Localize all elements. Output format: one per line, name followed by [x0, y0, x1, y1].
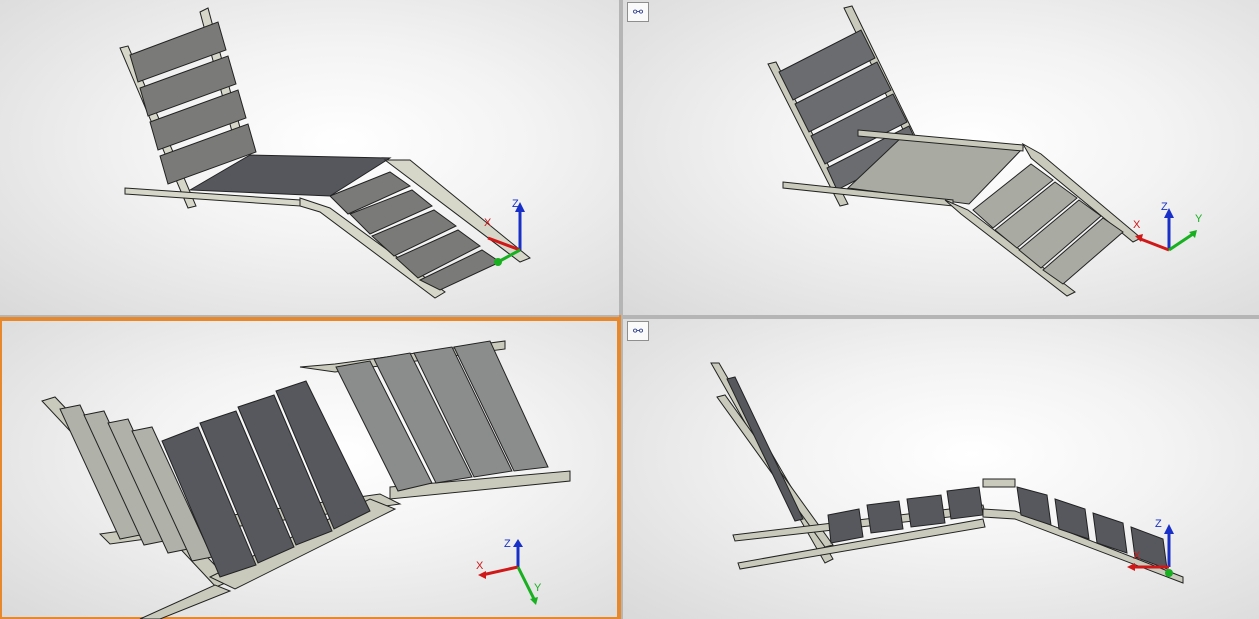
axis-x-label: X	[1133, 219, 1141, 231]
viewport-bottom-left[interactable]: Z X Y	[0, 319, 619, 619]
axis-x-label: X	[476, 560, 484, 572]
axis-y-line	[1168, 232, 1194, 252]
link-views-icon[interactable]: ⚯	[627, 2, 649, 22]
axis-z-label: Z	[1161, 201, 1168, 213]
viewport-splitter-vertical[interactable]	[619, 0, 623, 619]
viewport-splitter-horizontal[interactable]	[0, 315, 1259, 319]
chaise-lounge-model-top[interactable]: Z X Y	[0, 319, 619, 619]
axis-y-label: Y	[1195, 213, 1203, 225]
axis-y-label: Y	[534, 582, 542, 594]
active-viewport-border	[619, 315, 621, 619]
chaise-lounge-model-iso-alt[interactable]: Z X Y	[623, 0, 1259, 315]
axis-x-line	[481, 565, 519, 577]
active-viewport-border	[0, 317, 621, 319]
link-views-icon[interactable]: ⚯	[627, 321, 649, 341]
chaise-lounge-model-iso[interactable]: Z X	[0, 0, 619, 315]
viewport-top-left[interactable]: Z X	[0, 0, 619, 315]
axis-x-label: X	[1133, 550, 1141, 562]
axis-y-line	[497, 248, 521, 264]
viewport-bottom-right[interactable]: ⚯ Z X	[623, 319, 1259, 619]
viewport-top-right[interactable]: ⚯ Z X Y	[623, 0, 1259, 315]
axis-z-label: Z	[1155, 518, 1162, 530]
axis-z-label: Z	[504, 538, 511, 550]
axis-x-line	[487, 236, 521, 252]
axis-y-dot	[1165, 569, 1173, 577]
axis-y-line	[516, 566, 536, 600]
chaise-lounge-model-side[interactable]: Z X	[623, 319, 1259, 619]
axis-x-label: X	[484, 217, 492, 229]
axis-x-line	[1137, 236, 1170, 252]
axis-z-label: Z	[512, 198, 519, 210]
